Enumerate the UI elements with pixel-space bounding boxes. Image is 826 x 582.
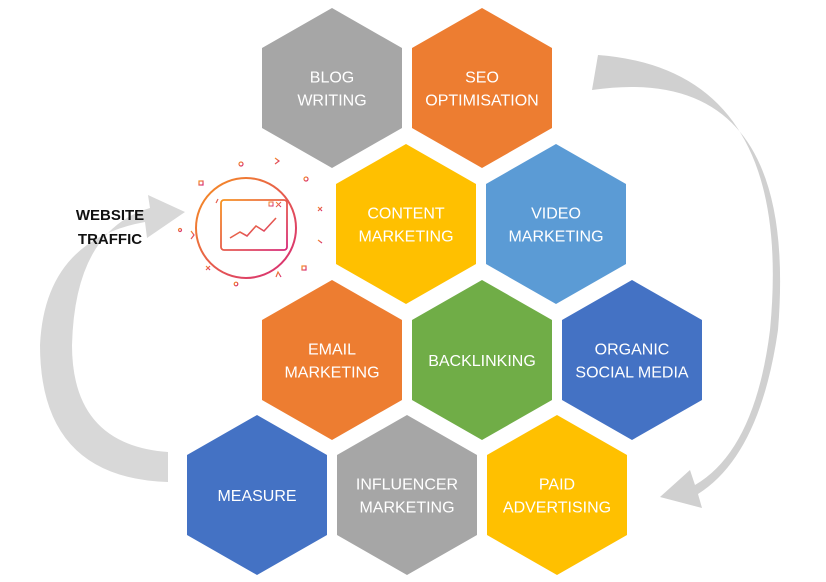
hexagon-label: ORGANIC — [595, 342, 670, 359]
hexagon-shape — [412, 8, 552, 168]
hexagon-label: INFLUENCER — [356, 477, 458, 494]
hexagon-blog-writing: BLOG WRITING — [262, 8, 402, 168]
hexagon-shape — [562, 280, 702, 440]
hexagon-label: MARKETING — [508, 229, 603, 246]
hexagon-label: MARKETING — [359, 500, 454, 517]
hexagon-label: PAID — [539, 477, 575, 494]
hexagon-label: BLOG — [310, 70, 354, 87]
hexagon-shape — [187, 415, 327, 575]
hexagon-label: MARKETING — [284, 365, 379, 382]
hexagon-shape — [262, 280, 402, 440]
website-traffic-label-line2: TRAFFIC — [78, 231, 142, 248]
hexagon-email-marketing: EMAIL MARKETING — [262, 280, 402, 440]
hexagon-label: SOCIAL MEDIA — [575, 365, 689, 382]
website-traffic-label-line1: WEBSITE — [76, 207, 144, 224]
hexagon-grid: BLOG WRITING SEO OPTIMISATION CONTENT MARKETI… — [187, 8, 702, 575]
analytics-browser-icon — [177, 157, 323, 287]
hexagon-label: OPTIMISATION — [425, 93, 538, 110]
hexagon-label: WRITING — [297, 93, 366, 110]
hexagon-backlinking: BACKLINKING — [412, 280, 552, 440]
hexagon-label: VIDEO — [531, 206, 581, 223]
hexagon-shape — [412, 280, 552, 440]
hexagon-content-marketing: CONTENT MARKETING — [336, 144, 476, 304]
hexagon-shape — [337, 415, 477, 575]
hexagon-shape — [486, 144, 626, 304]
cycle-arrow-right — [592, 55, 781, 508]
hexagon-label: CONTENT — [367, 206, 445, 223]
hexagon-label: MEASURE — [217, 488, 296, 505]
hexagon-seo-optimisation: SEO OPTIMISATION — [412, 8, 552, 168]
hexagon-shape — [487, 415, 627, 575]
hexagon-label: SEO — [465, 70, 499, 87]
hexagon-label: ADVERTISING — [503, 500, 611, 517]
hexagon-shape — [262, 8, 402, 168]
hexagon-label: EMAIL — [308, 342, 356, 359]
hexagon-paid-advertising: PAID ADVERTISING — [487, 415, 627, 575]
cycle-arrow-left — [40, 195, 185, 482]
hexagon-video-marketing: VIDEO MARKETING — [486, 144, 626, 304]
hexagon-influencer-marketing: INFLUENCER MARKETING — [337, 415, 477, 575]
hexagon-shape — [336, 144, 476, 304]
hexagon-organic-social-media: ORGANIC SOCIAL MEDIA — [562, 280, 702, 440]
hexagon-label: BACKLINKING — [428, 353, 536, 370]
hexagon-label: MARKETING — [358, 229, 453, 246]
hexagon-measure: MEASURE — [187, 415, 327, 575]
